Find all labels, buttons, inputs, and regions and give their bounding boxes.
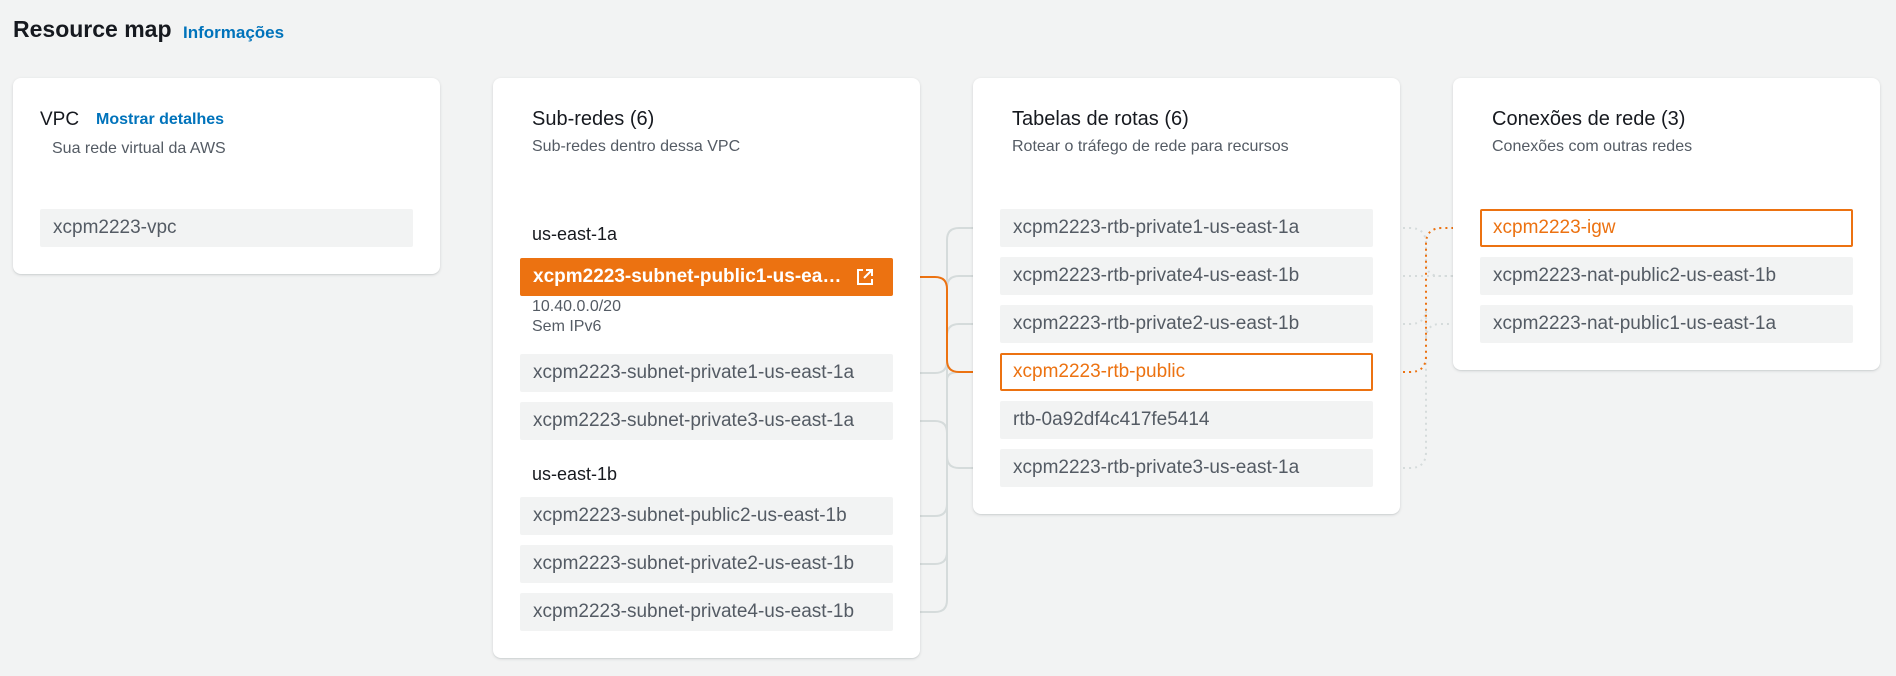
- vpc-title: VPC: [40, 109, 80, 130]
- subnet-public1-label: xcpm2223-subnet-public1-us-east-1a: [533, 266, 867, 287]
- connections-subtitle: Conexões com outras redes: [1492, 138, 1693, 155]
- subnets-title: Sub-redes (6): [532, 108, 655, 130]
- route-table-node[interactable]: xcpm2223-rtb-private2-us-east-1b: [1000, 305, 1373, 343]
- subnet-node[interactable]: xcpm2223-subnet-private2-us-east-1b: [520, 545, 893, 583]
- subnet-cidr: 10.40.0.0/20: [532, 298, 621, 315]
- external-link-icon[interactable]: [855, 267, 875, 287]
- subnet-ipv6: Sem IPv6: [532, 318, 602, 335]
- vpc-subtitle: Sua rede virtual da AWS: [52, 140, 226, 157]
- page-title: Resource map: [13, 16, 172, 42]
- route-table-node[interactable]: xcpm2223-rtb-private3-us-east-1a: [1000, 449, 1373, 487]
- route-table-node[interactable]: rtb-0a92df4c417fe5414: [1000, 401, 1373, 439]
- az-us-east-1b: us-east-1b: [532, 464, 618, 484]
- route-tables-card: Tabelas de rotas (6) Rotear o tráfego de…: [973, 78, 1400, 514]
- connection-node[interactable]: xcpm2223-nat-public2-us-east-1b: [1480, 257, 1853, 295]
- vpc-node[interactable]: xcpm2223-vpc: [40, 209, 413, 247]
- route-table-node[interactable]: xcpm2223-rtb-private4-us-east-1b: [1000, 257, 1373, 295]
- route-table-node[interactable]: xcpm2223-rtb-private1-us-east-1a: [1000, 209, 1373, 247]
- subnets-subtitle: Sub-redes dentro dessa VPC: [532, 138, 741, 155]
- subnet-node[interactable]: xcpm2223-subnet-private4-us-east-1b: [520, 593, 893, 631]
- vpc-card: VPC Mostrar detalhes Sua rede virtual da…: [13, 78, 440, 274]
- subnet-node[interactable]: xcpm2223-subnet-private3-us-east-1a: [520, 402, 893, 440]
- subnet-node[interactable]: xcpm2223-subnet-private1-us-east-1a: [520, 354, 893, 392]
- route-table-public-node[interactable]: xcpm2223-rtb-public: [1000, 353, 1373, 391]
- info-link[interactable]: Informações: [183, 23, 285, 42]
- route-tables-subtitle: Rotear o tráfego de rede para recursos: [1012, 138, 1289, 155]
- subnet-public1-node[interactable]: xcpm2223-subnet-public1-us-east-1a: [520, 258, 893, 296]
- subnet-node[interactable]: xcpm2223-subnet-public2-us-east-1b: [520, 497, 893, 535]
- connections-title: Conexões de rede (3): [1492, 108, 1686, 130]
- route-tables-title: Tabelas de rotas (6): [1012, 108, 1189, 130]
- vpc-details-link[interactable]: Mostrar detalhes: [96, 111, 225, 128]
- az-us-east-1a: us-east-1a: [532, 224, 618, 244]
- connection-igw-node[interactable]: xcpm2223-igw: [1480, 209, 1853, 247]
- connection-node[interactable]: xcpm2223-nat-public1-us-east-1a: [1480, 305, 1853, 343]
